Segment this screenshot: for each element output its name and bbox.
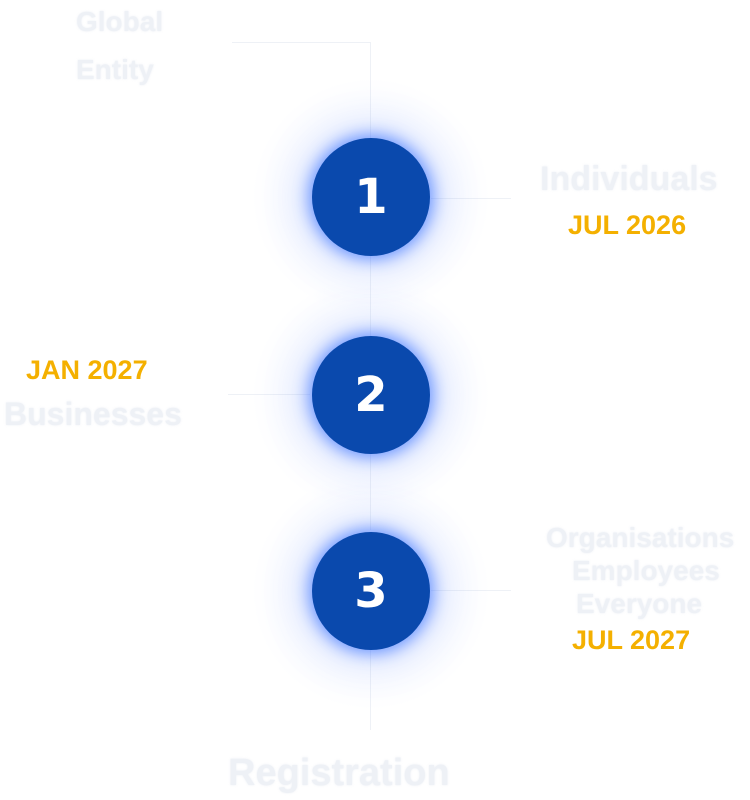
step3-label-line1: Organisations bbox=[546, 522, 735, 553]
step-1-date: JUL 2026 bbox=[568, 210, 687, 240]
step2-connector bbox=[228, 394, 310, 395]
timeline-segment-2-3 bbox=[370, 454, 371, 530]
step1-connector bbox=[431, 198, 511, 199]
step-2-circle: 2 bbox=[312, 336, 430, 454]
top-left-label-line1: Global bbox=[76, 6, 164, 37]
step-3-circle: 3 bbox=[312, 532, 430, 650]
step3-connector bbox=[431, 590, 511, 591]
top-left-label-line2: Entity bbox=[76, 54, 154, 85]
timeline-top-segment bbox=[370, 42, 371, 138]
step-1-circle: 1 bbox=[312, 138, 430, 256]
step2-label: Businesses bbox=[4, 396, 182, 432]
timeline-segment-1-2 bbox=[370, 256, 371, 336]
step-2-date: JAN 2027 bbox=[26, 355, 148, 385]
step3-label-line3: Everyone bbox=[576, 588, 703, 619]
step-1-number: 1 bbox=[354, 169, 388, 225]
top-left-connector bbox=[232, 42, 370, 43]
bottom-label: Registration bbox=[228, 752, 450, 794]
step-3-date: JUL 2027 bbox=[572, 625, 691, 655]
step1-label: Individuals bbox=[540, 160, 718, 198]
step-3-number: 3 bbox=[354, 563, 388, 619]
step3-label-line2: Employees bbox=[572, 555, 720, 586]
timeline-bottom-segment bbox=[370, 648, 371, 730]
step-2-number: 2 bbox=[354, 367, 388, 423]
